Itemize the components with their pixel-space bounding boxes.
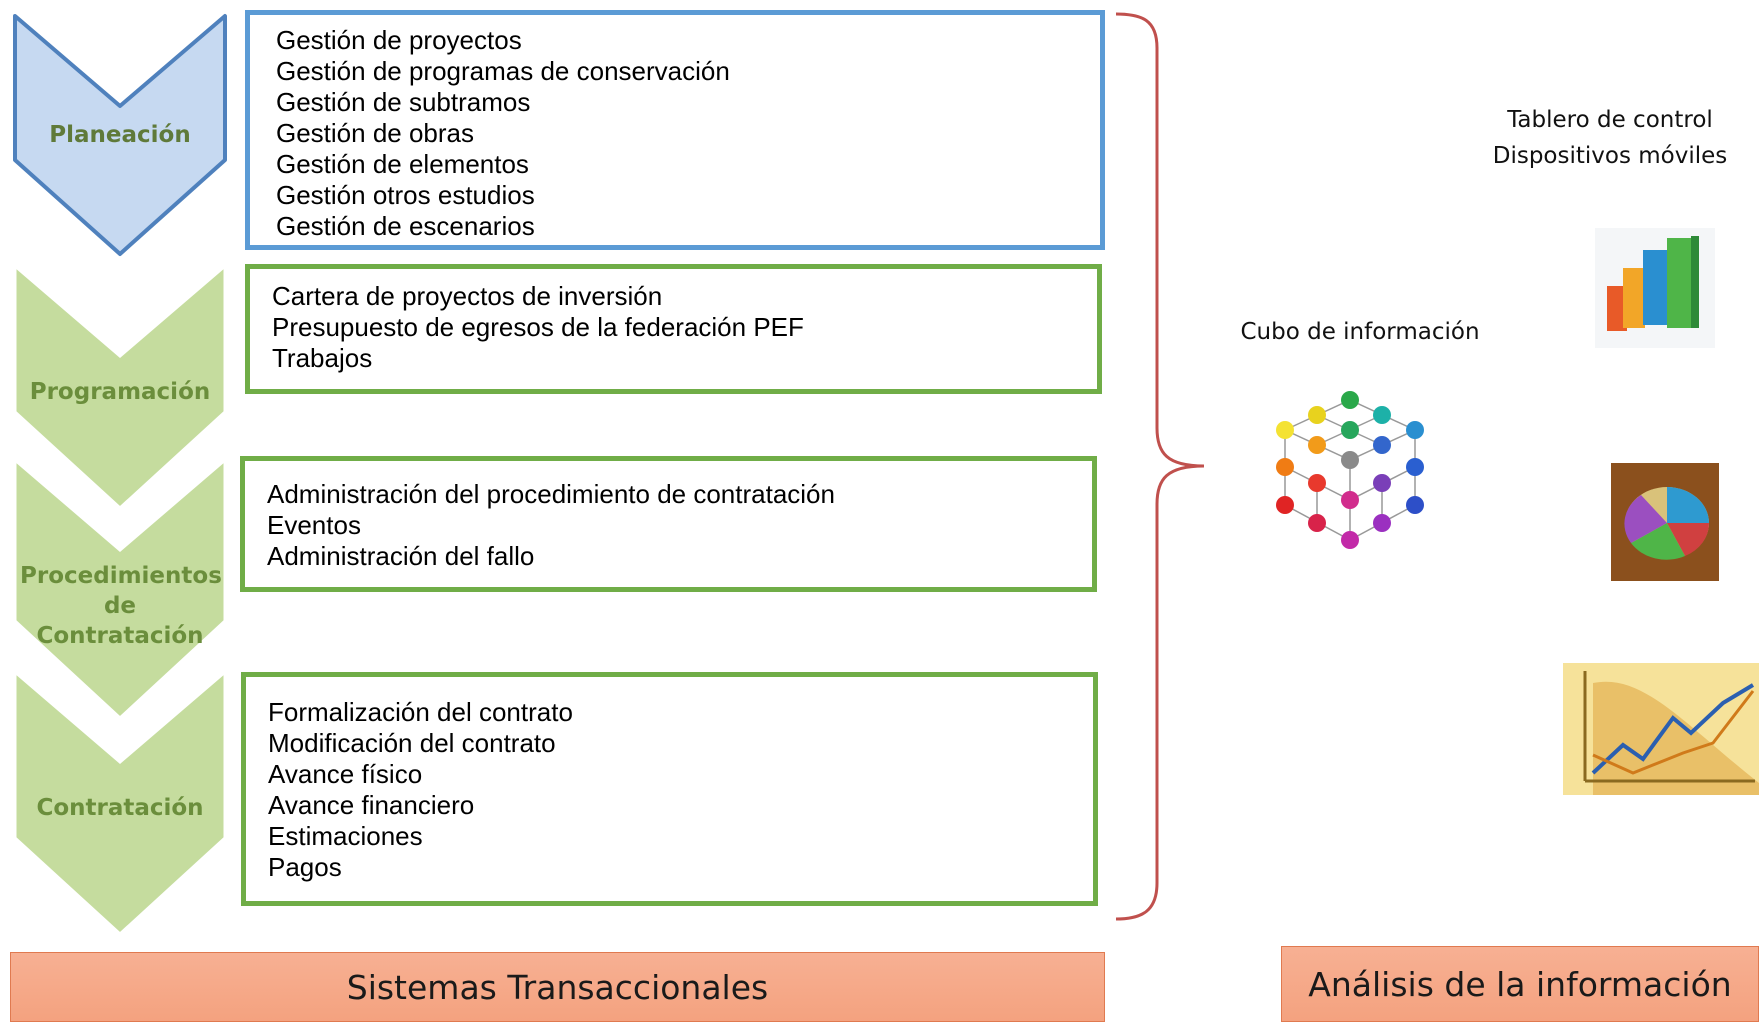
box-contratacion: Formalización del contrato Modificación … (241, 672, 1098, 906)
list-item: Administración del procedimiento de cont… (267, 479, 835, 509)
box-programacion: Cartera de proyectos de inversión Presup… (245, 264, 1102, 394)
sistemas-transaccionales-bar: Sistemas Transaccionales (10, 952, 1105, 1022)
stage-label-contratacion: Contratación (36, 795, 204, 821)
list-item: Trabajos (272, 343, 373, 373)
stage-label-procedimientos: Procedimientos de Contratación (20, 563, 222, 649)
stage-label-planeacion: Planeación (49, 122, 191, 148)
list-item: Avance físico (268, 759, 423, 789)
list-item: Gestión de elementos (276, 149, 529, 179)
list-item: Gestión otros estudios (276, 180, 535, 210)
cubo-label: Cubo de información (1240, 319, 1480, 345)
list-item: Gestión de escenarios (276, 211, 535, 241)
line-chart-icon (1563, 663, 1759, 795)
list-item: Estimaciones (268, 821, 423, 851)
chevron-contratacion (0, 668, 240, 943)
tablero-line1: Tablero de control (1507, 107, 1713, 133)
list-item: Gestión de programas de conservación (276, 56, 730, 86)
list-item: Modificación del contrato (268, 728, 556, 758)
list-item: Cartera de proyectos de inversión (272, 281, 663, 311)
analisis-informacion-bar: Análisis de la información (1281, 946, 1759, 1022)
tablero-label: Tablero de control Dispositivos móviles (1470, 102, 1750, 174)
pie-chart-icon (1611, 463, 1719, 581)
list-item: Gestión de subtramos (276, 87, 531, 117)
list-item: Pagos (268, 852, 342, 882)
chevron-programacion (0, 262, 240, 517)
list-item: Avance financiero (268, 790, 475, 820)
list-item: Gestión de proyectos (276, 25, 522, 55)
list-item: Formalización del contrato (268, 697, 573, 727)
list-item: Gestión de obras (276, 118, 475, 148)
chevron-procedimientos (0, 456, 240, 726)
curly-brace (1115, 12, 1205, 921)
list-item: Administración del fallo (267, 541, 535, 571)
bar-chart-icon (1595, 228, 1715, 348)
list-item: Eventos (267, 510, 361, 540)
stage-label-programacion: Programación (29, 379, 211, 405)
tablero-line2: Dispositivos móviles (1492, 143, 1728, 169)
list-item: Presupuesto de egresos de la federación … (272, 312, 804, 342)
box-procedimientos: Administración del procedimiento de cont… (240, 456, 1097, 592)
chevron-planeacion (0, 10, 240, 265)
cube-icon (1276, 391, 1424, 549)
box-planeacion: Gestión de proyectos Gestión de programa… (245, 10, 1105, 250)
